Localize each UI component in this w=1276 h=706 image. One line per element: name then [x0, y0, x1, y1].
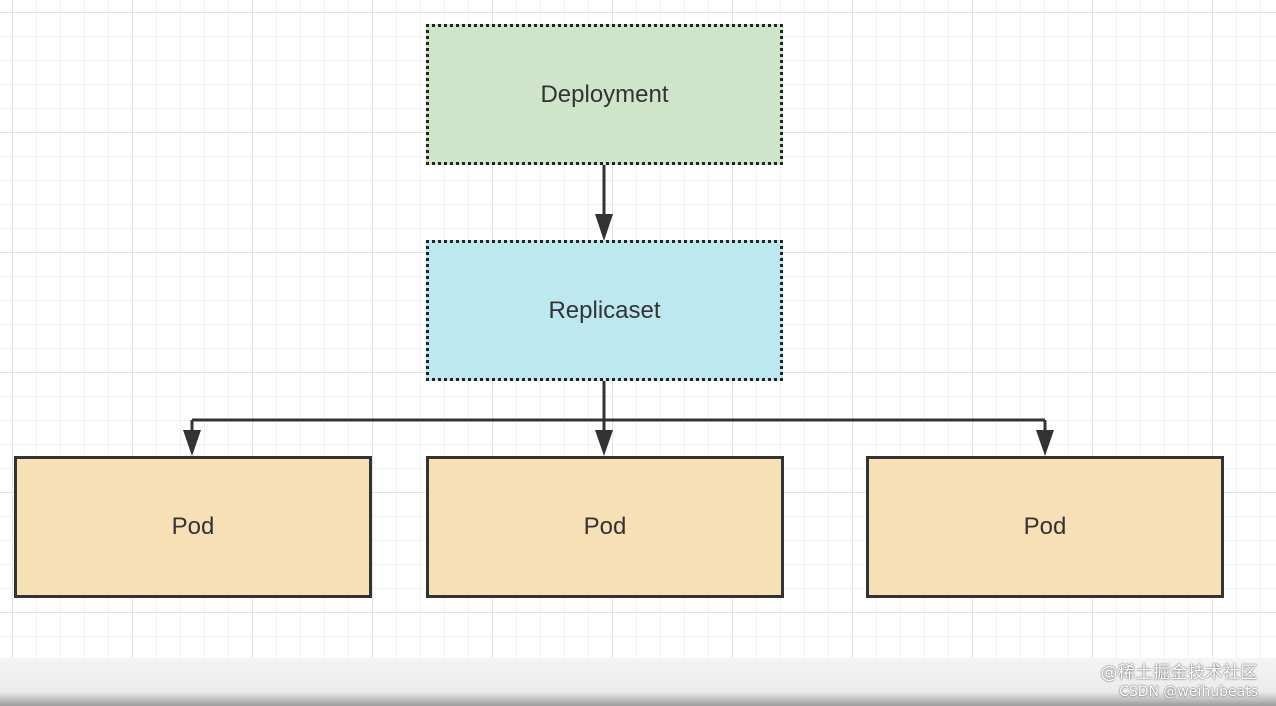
pod-node-center[interactable]: Pod: [426, 456, 784, 598]
watermark: @稀土掘金技术社区 CSDN @weihubeats: [1100, 663, 1259, 700]
pod-node-right[interactable]: Pod: [866, 456, 1224, 598]
arrowhead-pod-left: [183, 430, 201, 456]
watermark-line-2: CSDN @weihubeats: [1119, 683, 1258, 700]
bottom-bar: [0, 658, 1276, 706]
pod-right-label: Pod: [1023, 513, 1067, 540]
connector-layer: [183, 165, 1054, 456]
arrowhead-replicaset: [595, 214, 613, 241]
pod-center-label: Pod: [583, 513, 627, 540]
arrowhead-pod-center: [595, 430, 613, 456]
replicaset-node[interactable]: Replicaset: [426, 240, 783, 381]
replicaset-label: Replicaset: [548, 296, 661, 324]
diagram-canvas: Deployment Replicaset Pod Pod Pod: [0, 0, 1276, 658]
pod-node-left[interactable]: Pod: [14, 456, 372, 598]
deployment-label: Deployment: [540, 80, 669, 108]
arrowhead-pod-right: [1036, 430, 1054, 456]
watermark-line-1: @稀土掘金技术社区: [1100, 663, 1258, 683]
pod-left-label: Pod: [171, 513, 215, 540]
deployment-node[interactable]: Deployment: [426, 24, 783, 165]
